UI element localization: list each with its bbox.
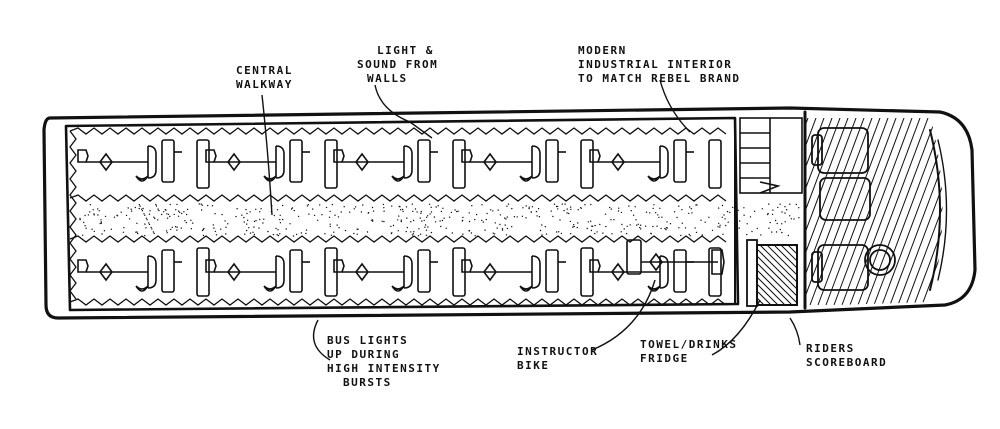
rider-bike-bottom-2: [205, 249, 310, 293]
rider-bike-top-8: [589, 139, 694, 183]
rider-bike-bottom-4: [333, 249, 438, 293]
windshield: [929, 129, 941, 291]
rider-bike-bottom-0: [77, 249, 182, 293]
label-central-walkway: CENTRAL WALKWAY: [236, 64, 293, 91]
rider-bike-bottom-8: [589, 249, 694, 293]
entry-steps: [739, 117, 803, 194]
label-modern-interior: MODERN INDUSTRIAL INTERIOR TO MATCH REBE…: [578, 44, 741, 85]
towel-fridge: [756, 244, 798, 306]
central-walkway: [79, 203, 800, 237]
label-light-sound: LIGHT & SOUND FROM WALLS: [357, 44, 439, 85]
bus-inner-wall: [64, 116, 740, 312]
label-riders-scoreboard: RIDERS SCOREBOARD: [806, 342, 888, 369]
label-bus-lights: BUS LIGHTS UP DURING HIGH INTENSITY BURS…: [327, 334, 441, 389]
label-instructor-bike: INSTRUCTOR BIKE: [517, 345, 599, 372]
rider-bike-bottom-6: [461, 249, 566, 293]
rider-bike-top-6: [461, 139, 566, 183]
instructor-bike: [626, 239, 725, 275]
rider-bike-top-0: [77, 139, 182, 183]
leader-lines: [261, 79, 801, 361]
riders-scoreboard: [746, 239, 758, 307]
rider-bikes: [77, 139, 725, 297]
bus-outer-body: [42, 106, 977, 320]
rider-bike-top-2: [205, 139, 310, 183]
rider-bike-top-4: [333, 139, 438, 183]
sound-walls: [69, 127, 727, 306]
label-towel-fridge: TOWEL/DRINKS FRIDGE: [640, 338, 738, 365]
